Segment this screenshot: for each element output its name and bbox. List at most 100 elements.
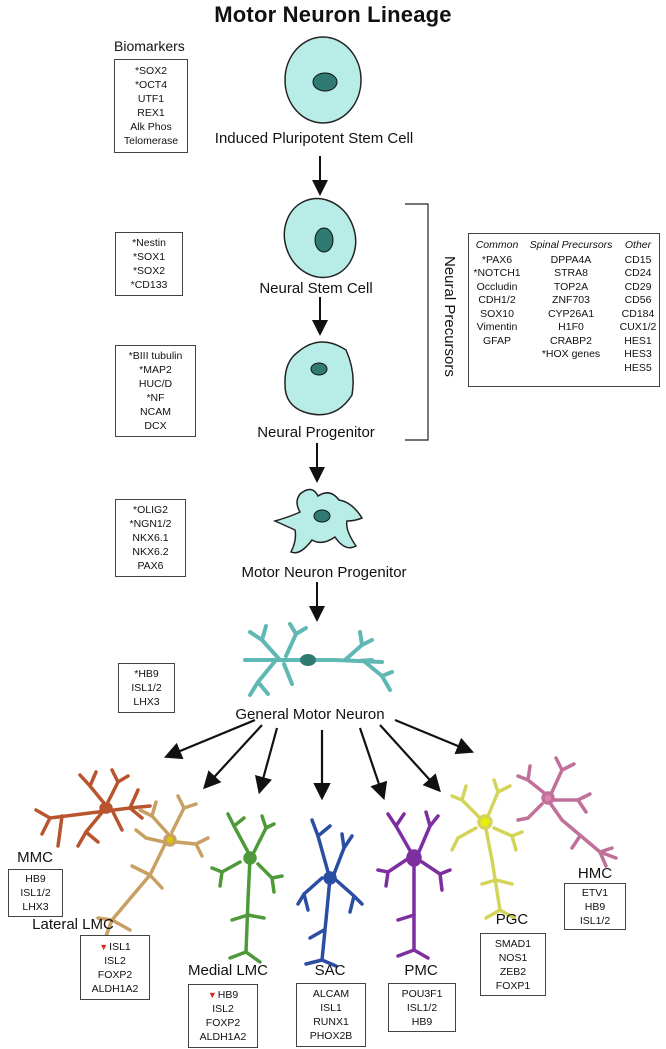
marker: ISL2: [104, 954, 126, 967]
subtype-label-sac: SAC: [314, 962, 346, 979]
arrow-icon: [394, 718, 475, 755]
marker: ISL1: [320, 1002, 342, 1014]
subtype-label-mmc: MMC: [17, 849, 53, 866]
marker: ETV1: [581, 886, 609, 899]
marker: PAX6: [137, 560, 164, 572]
marker: *SOX2: [134, 65, 168, 77]
marker: TOP2A: [553, 280, 589, 293]
ipsc-cell-icon: [284, 36, 362, 124]
marker: ISL1/2: [579, 914, 611, 927]
pmc-markers-box: POU3F1 ISL1/2 HB9: [388, 983, 456, 1032]
marker: UTF1: [137, 93, 165, 105]
marker: NKX6.1: [132, 532, 169, 544]
marker: FOXP2: [97, 968, 133, 981]
arrow-icon: [358, 727, 388, 801]
subtype-label-pmc: PMC: [404, 962, 438, 979]
marker: *PAX6: [481, 253, 513, 266]
marker: *HOX genes: [541, 348, 601, 360]
marker: *NF: [146, 392, 165, 404]
marker: NOS1: [498, 951, 528, 964]
marker: ALDH1A2: [91, 982, 139, 995]
marker: POU3F1: [401, 987, 443, 1000]
marker: REX1: [137, 107, 165, 119]
sac-neuron-icon: [296, 818, 364, 968]
diagram-title: Motor Neuron Lineage: [214, 2, 452, 27]
marker: FOXP1: [495, 979, 531, 992]
lateral-lmc-markers-box: ▼ISL1 ISL2 FOXP2 ALDH1A2: [80, 935, 150, 1000]
marker: HB9: [25, 873, 46, 885]
arrow-icon: [255, 727, 279, 795]
marker: Vimentin: [476, 321, 518, 333]
stage-label-mnp: Motor Neuron Progenitor: [241, 564, 407, 581]
pmc-neuron-icon: [376, 810, 452, 960]
stage-label-nsc: Neural Stem Cell: [259, 280, 373, 297]
medial-lmc-neuron-icon: [210, 812, 284, 964]
marker: *OCT4: [134, 79, 168, 91]
neural-precursors-label: Neural Precursors: [441, 256, 458, 377]
marker: STRA8: [554, 267, 588, 279]
general-motor-neuron-icon: [243, 622, 394, 697]
marker: H1F0: [558, 321, 584, 333]
marker: HES5: [624, 361, 652, 374]
marker: HB9: [411, 1015, 433, 1028]
subtype-label-lateral-lmc: Lateral LMC: [32, 916, 114, 933]
pgc-markers-box: SMAD1 NOS1 ZEB2 FOXP1: [480, 933, 546, 996]
marker: SMAD1: [494, 937, 532, 950]
hmc-neuron-icon: [516, 756, 618, 868]
neural-precursors-bracket: [405, 203, 429, 441]
marker: ALDH1A2: [199, 1031, 247, 1043]
stage-label-ipsc: Induced Pluripotent Stem Cell: [214, 130, 414, 147]
marker: SOX10: [480, 307, 514, 320]
subtype-label-pgc: PGC: [495, 911, 529, 928]
marker: DPPA4A: [550, 253, 592, 266]
marker: CDH1/2: [478, 294, 516, 306]
neural-precursors-markers-box: Common *PAX6 *NOTCH1 Occludin CDH1/2 SOX…: [468, 233, 660, 387]
lateral-lmc-neuron-icon: [96, 794, 210, 938]
column-header: Spinal Precursors: [529, 239, 613, 251]
mmc-neuron-icon: [34, 768, 152, 848]
marker: ISL1/2: [131, 682, 162, 694]
other-column: Other CD15 CD24 CD29 CD56 CD184 CUX1/2 H…: [619, 239, 657, 375]
sac-markers-box: ALCAM ISL1 RUNX1 PHOX2B: [296, 983, 366, 1047]
column-header: Other: [624, 239, 652, 251]
marker: *BIII tubulin: [128, 350, 183, 362]
np-markers-box: *BIII tubulin *MAP2 HUC/D *NF NCAM DCX: [115, 345, 196, 437]
arrow-icon: [203, 724, 263, 790]
arrow-icon: [163, 718, 256, 760]
marker: HB9: [217, 989, 239, 1001]
spinal-precursors-column: Spinal Precursors DPPA4A STRA8 TOP2A ZNF…: [525, 239, 617, 362]
marker: *SOX1: [132, 251, 166, 263]
marker: *SOX2: [132, 265, 166, 277]
marker: *HB9: [134, 668, 159, 680]
marker: *MAP2: [139, 364, 172, 376]
down-arrow-icon: ▼: [99, 941, 109, 952]
marker: HES1: [624, 334, 652, 347]
marker: NCAM: [140, 406, 171, 418]
nsc-cell-icon: [283, 197, 357, 279]
mnp-markers-box: *OLIG2 *NGN1/2 NKX6.1 NKX6.2 PAX6: [115, 499, 186, 577]
marker: PHOX2B: [309, 1030, 353, 1042]
ipsc-markers-box: *SOX2 *OCT4 UTF1 REX1 Alk Phos Telomeras…: [114, 59, 188, 153]
marker: HUC/D: [138, 378, 173, 390]
marker: CYP26A1: [547, 307, 595, 320]
np-cell-icon: [284, 341, 354, 416]
marker: ZEB2: [499, 965, 527, 978]
marker: CD29: [624, 280, 652, 293]
biomarkers-header: Biomarkers: [114, 38, 185, 54]
gmn-markers-box: *HB9 ISL1/2 LHX3: [118, 663, 175, 713]
marker: GFAP: [482, 334, 511, 347]
mnp-cell-icon: [272, 488, 364, 554]
marker: FOXP2: [205, 1017, 241, 1029]
column-header: Common: [475, 239, 519, 251]
marker: ZNF703: [552, 294, 590, 306]
marker: CD15: [624, 253, 652, 266]
marker: ISL1/2: [406, 1001, 438, 1014]
hmc-markers-box: ETV1 HB9 ISL1/2: [564, 883, 626, 930]
marker: HB9: [584, 900, 606, 913]
marker: NKX6.2: [132, 546, 169, 558]
marker: *CD133: [130, 279, 168, 291]
medial-lmc-markers-box: ▼HB9 ISL2 FOXP2 ALDH1A2: [188, 984, 258, 1048]
pgc-neuron-icon: [450, 778, 524, 920]
marker: CD184: [621, 307, 655, 320]
